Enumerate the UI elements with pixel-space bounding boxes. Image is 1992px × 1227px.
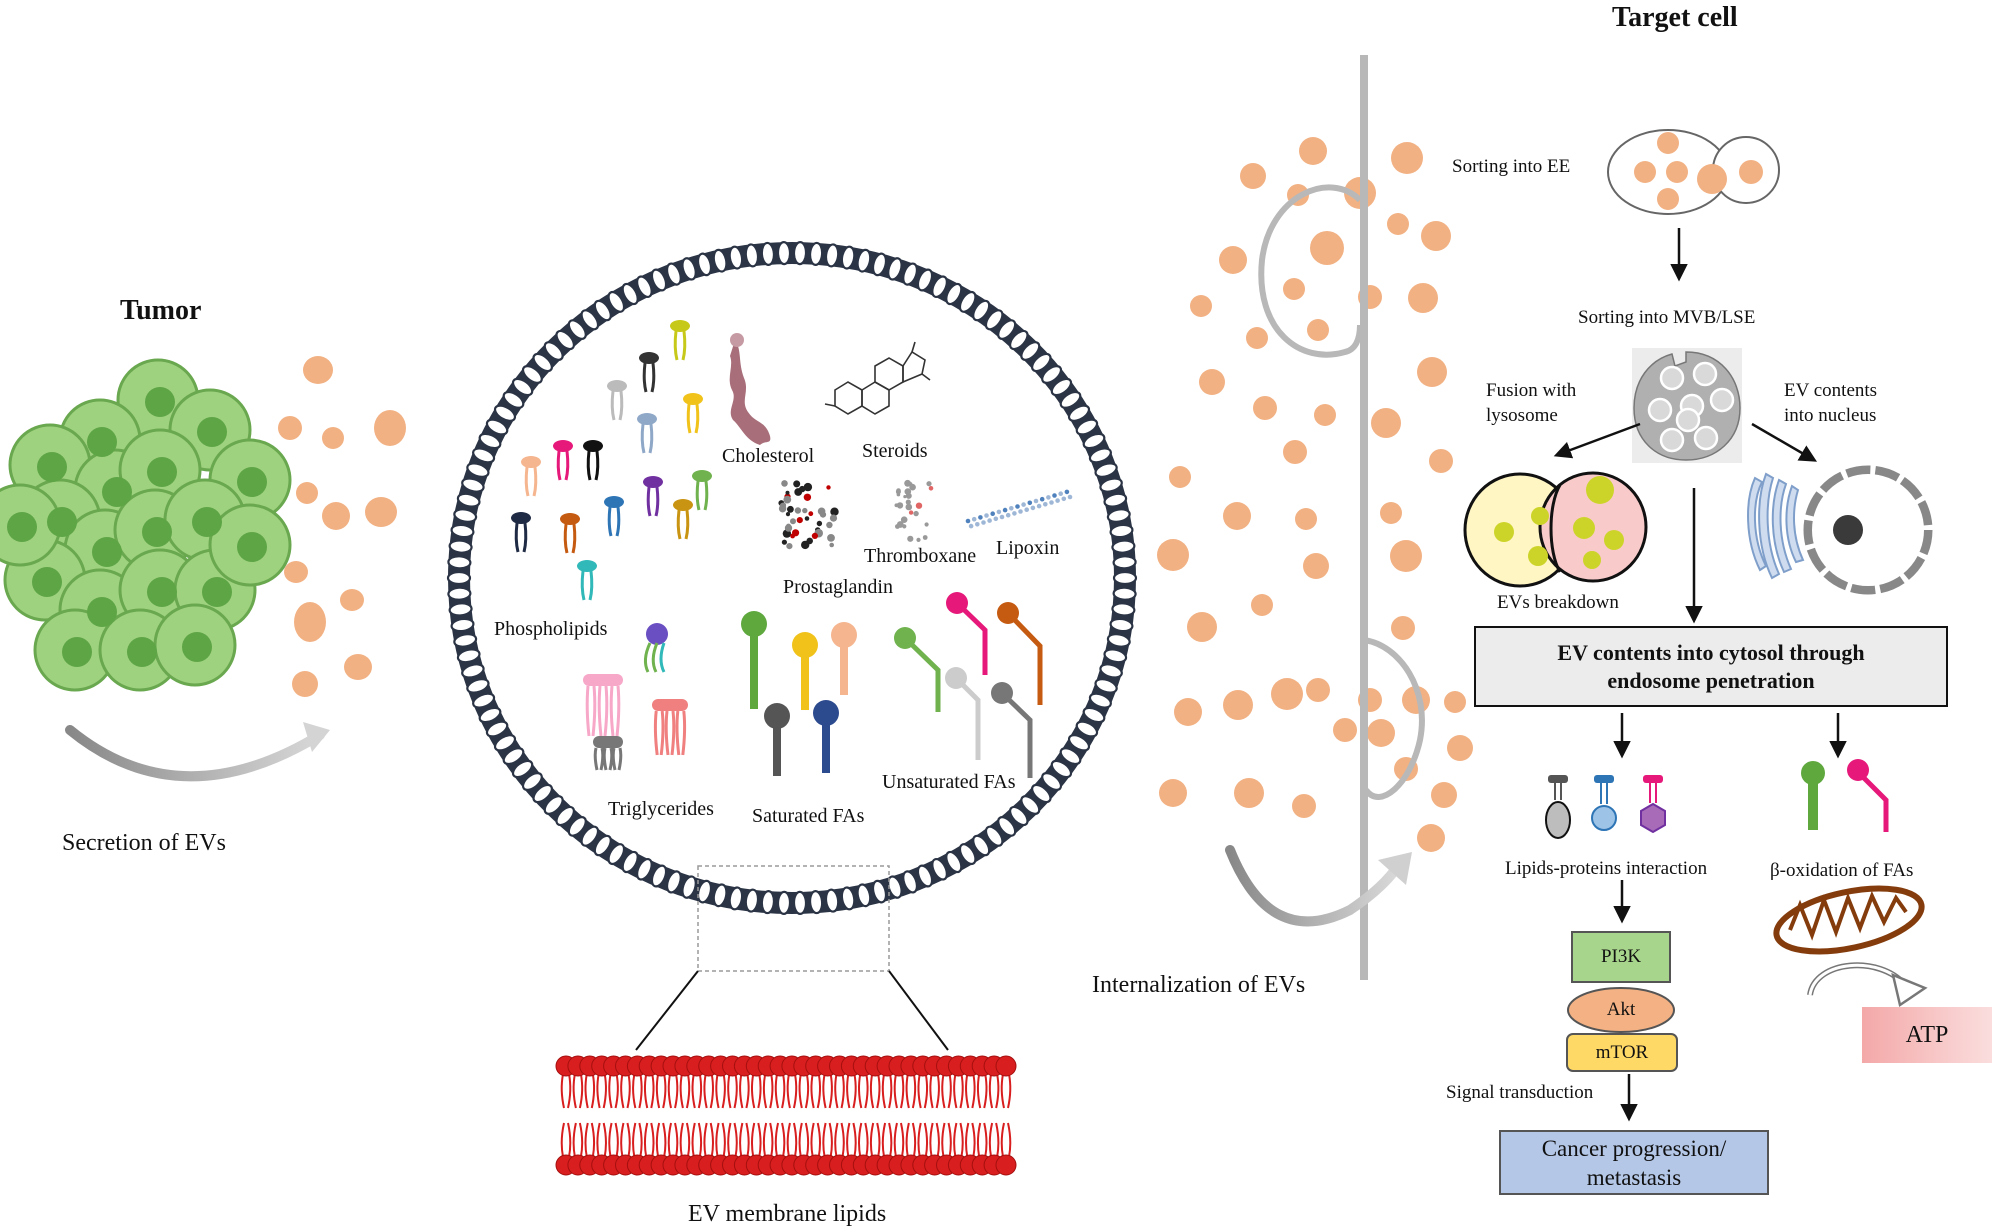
early-endosome bbox=[1607, 129, 1780, 215]
internalized-ev-particles bbox=[1157, 137, 1473, 852]
secretion-arrow-head bbox=[303, 722, 330, 752]
atp-arrow-head bbox=[1891, 972, 1928, 1008]
internalization-curved-arrow bbox=[1225, 845, 1400, 927]
sorting-ee-label: Sorting into EE bbox=[1452, 156, 1571, 177]
fusion-label-line1: Fusion with bbox=[1486, 380, 1577, 401]
atp-box bbox=[1862, 1007, 1992, 1063]
steroids-label: Steroids bbox=[862, 440, 928, 462]
cancer-text: Cancer progression/ metastasis bbox=[1500, 1131, 1768, 1194]
atp-curved-arrow bbox=[1807, 962, 1908, 996]
ev-membrane-lipids-label: EV membrane lipids bbox=[688, 1201, 887, 1227]
mtor-box bbox=[1566, 1033, 1678, 1072]
zoom-line-left bbox=[635, 970, 699, 1051]
beta-oxidation-fa-icons bbox=[1801, 759, 1889, 832]
internalization-arrow-head bbox=[1378, 852, 1412, 885]
cytosol-text-line1: EV contents into cytosol through bbox=[1557, 639, 1865, 665]
sorting-mvb-label: Sorting into MVB/LSE bbox=[1578, 307, 1756, 328]
lipids-proteins-label: Lipids-proteins interaction bbox=[1505, 858, 1708, 879]
fusion-label-line2: lysosome bbox=[1486, 405, 1558, 426]
pi3k-text: PI3K bbox=[1600, 946, 1642, 967]
cholesterol-label: Cholesterol bbox=[722, 445, 815, 467]
secretion-label: Secretion of EVs bbox=[62, 830, 226, 856]
zoom-region-box bbox=[697, 865, 890, 972]
ev-bilayer-ring bbox=[446, 241, 1138, 915]
lipid-protein-icons bbox=[1545, 775, 1666, 839]
atp-curved-arrow-inner bbox=[1808, 963, 1907, 996]
triglyceride-icons bbox=[583, 623, 688, 771]
akt-ellipse bbox=[1567, 987, 1675, 1033]
cytosol-text-line2: endosome penetration bbox=[1607, 667, 1815, 693]
evs-breakdown-label: EVs breakdown bbox=[1497, 592, 1619, 613]
prostaglandin-label: Prostaglandin bbox=[783, 576, 893, 598]
atp-text: ATP bbox=[1905, 1021, 1949, 1048]
mvb-icon bbox=[1632, 348, 1742, 463]
phospholipid-icons bbox=[511, 320, 712, 601]
target-cell-label: Target cell bbox=[1612, 2, 1738, 33]
cholesterol-icon bbox=[729, 333, 771, 445]
eicosanoid-molecule-icons bbox=[778, 479, 1073, 550]
zoom-line-right bbox=[888, 970, 949, 1051]
beta-oxidation-label: β-oxidation of FAs bbox=[1770, 860, 1914, 881]
thromboxane-label: Thromboxane bbox=[864, 545, 977, 567]
arrow-mvb-to-nucleus bbox=[1751, 422, 1818, 462]
mtor-text: mTOR bbox=[1595, 1041, 1649, 1063]
phospholipids-label: Phospholipids bbox=[494, 618, 608, 640]
cancer-text-line1: Cancer progression/ bbox=[1541, 1135, 1727, 1161]
secreted-ev-particles bbox=[278, 356, 406, 697]
nucleus-label-line1: EV contents bbox=[1784, 380, 1878, 401]
endocytosis-pocket-upper bbox=[1258, 184, 1363, 358]
signal-transduction-label: Signal transduction bbox=[1446, 1082, 1594, 1103]
fatty-acid-icons bbox=[741, 592, 1043, 778]
cancer-box bbox=[1499, 1130, 1769, 1195]
membrane-lipid-bilayer bbox=[555, 1055, 1017, 1176]
akt-text: Akt bbox=[1606, 999, 1636, 1020]
cytosol-box bbox=[1474, 626, 1948, 707]
steroid-structure-icon bbox=[824, 341, 931, 415]
saturated-fas-label: Saturated FAs bbox=[752, 805, 865, 827]
endocytosis-pocket-lower bbox=[1363, 637, 1425, 800]
pi3k-box bbox=[1571, 931, 1671, 983]
nucleus-label-line2: into nucleus bbox=[1784, 405, 1877, 426]
triglycerides-label: Triglycerides bbox=[608, 798, 714, 820]
lysosome-fusion-icon bbox=[1463, 471, 1648, 588]
tumor-cell-cluster bbox=[0, 358, 292, 692]
mitochondrion-icon bbox=[1773, 885, 1925, 955]
cytosol-text: EV contents into cytosol through endosom… bbox=[1475, 627, 1947, 706]
arrow-mvb-to-lysosome bbox=[1553, 422, 1641, 459]
nucleus-icon bbox=[1803, 465, 1933, 595]
internalization-label: Internalization of EVs bbox=[1092, 972, 1306, 998]
lipoxin-label: Lipoxin bbox=[996, 537, 1060, 559]
golgi-icon bbox=[1747, 472, 1805, 580]
cancer-text-line2: metastasis bbox=[1586, 1164, 1682, 1190]
unsaturated-fas-label: Unsaturated FAs bbox=[882, 771, 1016, 793]
secretion-curved-arrow bbox=[65, 725, 325, 782]
tumor-label: Tumor bbox=[120, 295, 202, 326]
